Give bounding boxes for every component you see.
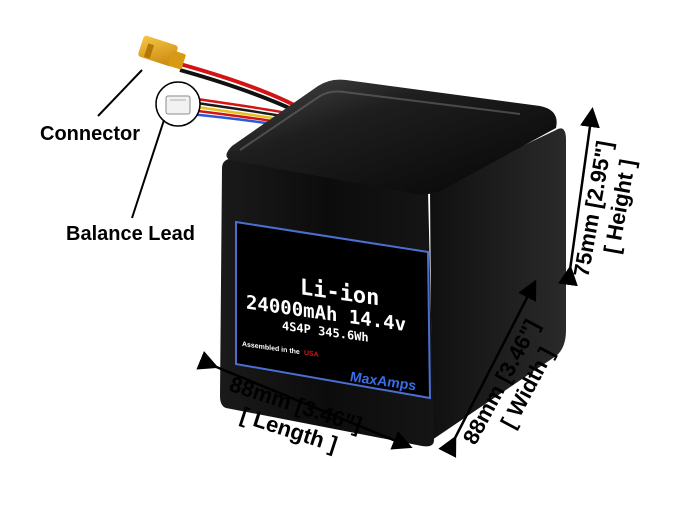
balance-lead-label: Balance Lead: [66, 223, 195, 245]
width-arrow: [438, 279, 537, 458]
xt-connector: [138, 35, 186, 70]
height-arrow: [558, 107, 600, 287]
label-assembled-country: USA: [304, 350, 319, 359]
balance-connector: [165, 95, 191, 115]
balance-leader-line: [131, 119, 165, 219]
connector-leader-line: [97, 69, 143, 117]
length-arrow: [196, 351, 413, 450]
connector-label: Connector: [40, 123, 140, 145]
wire-bundle: [179, 62, 301, 129]
